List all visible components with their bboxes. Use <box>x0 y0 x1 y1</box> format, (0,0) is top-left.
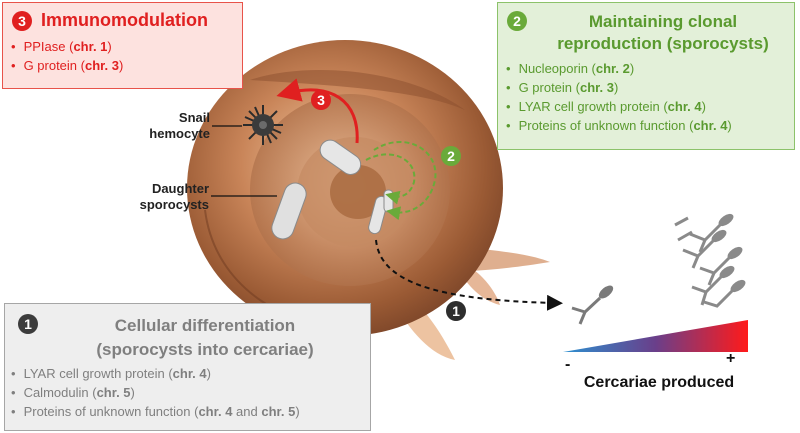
hemocyte-label-line1: Snail <box>178 110 210 125</box>
scene-badge-3-text: 3 <box>317 92 325 108</box>
differentiation-arrow <box>375 239 563 311</box>
immunomodulation-list: PPIase (chr. 1) G protein (chr. 3) <box>11 37 124 75</box>
list-item: G protein (chr. 3) <box>11 56 124 75</box>
daughter-label-line1: Daughter <box>151 181 209 196</box>
clonal-title-line2: reproduction (sporocysts) <box>557 34 769 53</box>
scene-badge-2 <box>441 146 461 166</box>
plus-sign: + <box>726 350 736 367</box>
immunomodulation-arrow <box>276 78 359 144</box>
scene-badge-2-text: 2 <box>447 148 455 164</box>
clonal-list: Nucleoporin (chr. 2) G protein (chr. 3) … <box>506 59 732 135</box>
cercariae-cluster-icon <box>674 213 746 308</box>
clonal-title: Maintaining clonal reproduction (sporocy… <box>538 11 788 55</box>
daughter-sporocysts-label: Daughter sporocysts <box>110 181 209 213</box>
differentiation-title: Cellular differentiation (sporocysts int… <box>65 314 345 362</box>
list-item: Calmodulin (chr. 5) <box>11 383 300 402</box>
list-item: LYAR cell growth protein (chr. 4) <box>506 97 732 116</box>
cercariae-produced-label: Cercariae produced <box>583 374 735 391</box>
hemocyte-label: Snail hemocyte <box>130 110 210 142</box>
clonal-arrows <box>365 140 437 221</box>
scene-badge-3 <box>311 90 331 110</box>
daughter-sporocysts <box>271 139 394 240</box>
clonal-title-line1: Maintaining clonal <box>588 12 738 31</box>
list-item: Proteins of unknown function (chr. 4) <box>506 116 732 135</box>
hemocyte-label-line2: hemocyte <box>149 126 210 141</box>
immunomodulation-panel: 3 Immunomodulation PPIase (chr. 1) G pro… <box>2 2 243 89</box>
list-item: PPIase (chr. 1) <box>11 37 123 56</box>
list-item: G protein (chr. 3) <box>506 78 732 97</box>
hemocyte-icon <box>243 105 283 145</box>
immunomodulation-title: Immunomodulation <box>41 10 208 30</box>
scene-badge-1-text: 1 <box>452 303 460 319</box>
differentiation-title-line1: Cellular differentiation <box>114 316 296 335</box>
clonal-badge: 2 <box>507 11 527 31</box>
list-item: LYAR cell growth protein (chr. 4) <box>11 364 300 383</box>
immunomodulation-badge: 3 <box>12 11 32 31</box>
list-item: Proteins of unknown function (chr. 4 and… <box>11 402 300 421</box>
clonal-reproduction-panel: 2 Maintaining clonal reproduction (sporo… <box>497 2 795 150</box>
differentiation-badge: 1 <box>18 314 38 334</box>
scene-badge-1 <box>446 301 466 321</box>
cercaria-icon <box>571 285 614 325</box>
cercariae-gradient-bar <box>563 320 748 352</box>
differentiation-list: LYAR cell growth protein (chr. 4) Calmod… <box>11 364 300 421</box>
list-item: Nucleoporin (chr. 2) <box>506 59 732 78</box>
daughter-label-line2: sporocysts <box>139 197 209 212</box>
differentiation-panel: 1 Cellular differentiation (sporocysts i… <box>4 303 371 431</box>
differentiation-title-line2: (sporocysts into cercariae) <box>96 340 314 359</box>
minus-sign: - <box>565 356 571 373</box>
